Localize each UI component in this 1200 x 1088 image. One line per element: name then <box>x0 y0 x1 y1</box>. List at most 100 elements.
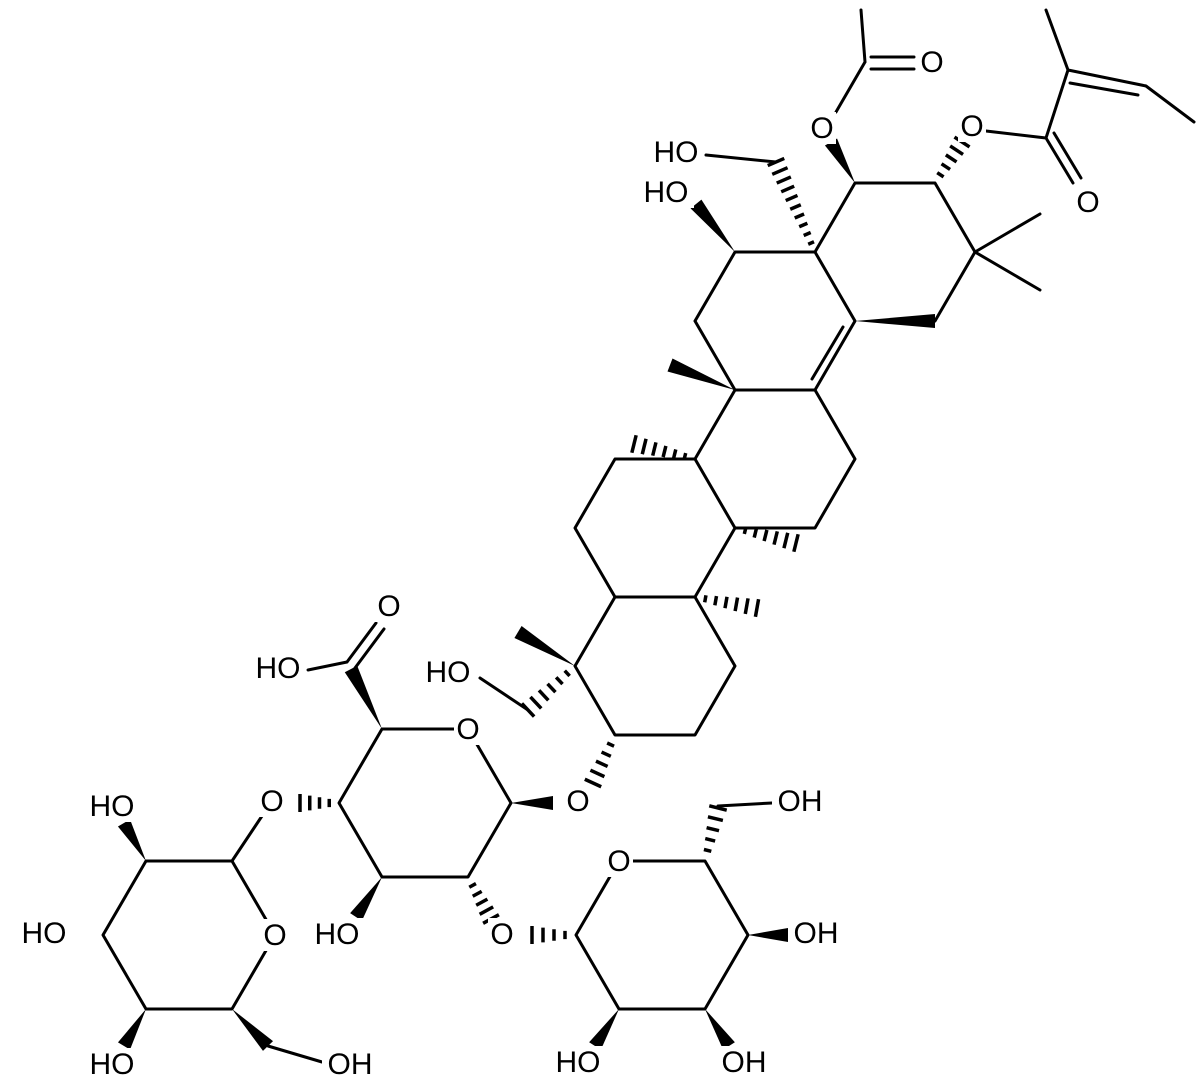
atom-label-carboxyl-o: O <box>375 590 403 623</box>
atom-label-terminal-glc-ch2oh-oh: OH <box>322 1048 378 1081</box>
atom-label-c24-ho: HO <box>420 656 476 689</box>
svg-text:OH: OH <box>722 1046 767 1079</box>
label-backing <box>550 1046 606 1078</box>
wedge-inner-glc-c3-oh <box>705 1009 735 1050</box>
hash-c3-oglycoside <box>584 741 615 789</box>
atom-label-inner-glc-ring-o: O <box>605 845 633 878</box>
label-backing <box>261 919 289 951</box>
atom-label-angeloyl-carbonyl-o: O <box>1074 186 1102 219</box>
svg-text:O: O <box>490 918 513 951</box>
hash-inner-glc-ch2oh <box>703 804 728 854</box>
atom-label-c28-ho: HO <box>648 136 704 169</box>
label-backing <box>638 176 694 208</box>
atom-label-glucuronide-c3-ho: HO <box>309 918 365 951</box>
label-backing <box>605 845 633 877</box>
carboxyl-bonds <box>306 621 386 672</box>
substituent-bonds <box>478 153 1042 712</box>
angeloyl-bonds <box>984 8 1196 185</box>
svg-text:HO: HO <box>426 656 471 689</box>
atom-labels: O O O O HO HO O HO HO O O O O HO O HO HO… <box>16 46 1102 1081</box>
glucuronide-ring <box>337 727 513 879</box>
label-backing <box>84 1048 140 1080</box>
inner-glucose-ring <box>574 859 750 1011</box>
atom-label-glucuronide-ring-o: O <box>454 713 482 746</box>
svg-text:O: O <box>263 919 286 952</box>
svg-text:OH: OH <box>778 785 823 818</box>
atom-label-glucuronide-c2-o: O <box>488 918 516 951</box>
label-backing <box>716 1046 772 1078</box>
ring-b <box>573 457 737 599</box>
atom-label-inner-glc-c2-ho: HO <box>550 1046 606 1079</box>
atom-label-acetyl-carbonyl-o: O <box>918 46 946 79</box>
svg-text:HO: HO <box>556 1046 601 1079</box>
label-backing <box>788 917 844 949</box>
acetyl-bonds <box>834 8 916 114</box>
atom-label-terminal-glc-c2-ho: HO <box>84 790 140 823</box>
label-backing <box>84 790 140 822</box>
label-backing <box>564 785 592 817</box>
label-backing <box>454 713 482 745</box>
wedge-glucuronide-c3-oh <box>350 877 382 921</box>
ring-a <box>573 595 737 737</box>
wedge-terminal-glc-ch2oh <box>232 1009 274 1051</box>
ring-d <box>693 250 857 392</box>
hash-glucuronide-c4-o <box>298 794 331 812</box>
label-backing <box>309 918 365 950</box>
wedge-ring-e-junction <box>855 314 935 328</box>
svg-text:O: O <box>566 785 589 818</box>
hash-glucuronide-c2-o <box>468 882 500 925</box>
atom-label-c16-ho: HO <box>638 176 694 209</box>
label-backing <box>258 785 286 817</box>
svg-text:O: O <box>260 785 283 818</box>
hash-c9-h <box>742 526 800 553</box>
wedge-c4-methyl <box>514 625 575 666</box>
atom-label-inner-glc-c4-oh: OH <box>788 917 844 950</box>
label-backing <box>250 652 306 684</box>
atom-label-terminal-glc-c4-ho: HO <box>84 1048 140 1081</box>
atom-label-terminal-glc-ring-o: O <box>261 919 289 952</box>
svg-text:HO: HO <box>22 917 67 950</box>
atom-label-glucuronide-c4-o: O <box>258 785 286 818</box>
svg-text:OH: OH <box>328 1048 373 1081</box>
label-backing <box>375 590 403 622</box>
atom-label-inner-glc-c3-oh: OH <box>716 1046 772 1079</box>
svg-text:HO: HO <box>644 176 689 209</box>
svg-text:O: O <box>456 713 479 746</box>
svg-text:OH: OH <box>794 917 839 950</box>
wedge-terminal-glc-c2-oh <box>117 819 146 861</box>
hash-c4-ch2oh <box>520 669 571 718</box>
svg-text:HO: HO <box>90 1048 135 1081</box>
bond-lines <box>101 8 1196 1064</box>
wedge-c22-oac <box>824 138 855 183</box>
ring-e <box>813 181 977 323</box>
atom-label-inner-glc-ch2oh-oh: OH <box>772 785 828 818</box>
hash-inner-glc-anomeric <box>530 926 567 944</box>
label-backing <box>420 656 476 688</box>
atom-label-c3-glycosidic-o: O <box>564 785 592 818</box>
wedge-glucuronide-c5-cooh <box>344 665 382 729</box>
wedge-glucuronide-anomeric <box>511 796 553 810</box>
wedge-terminal-glc-c4-oh <box>117 1009 146 1050</box>
sugar-link-bonds <box>230 801 774 1064</box>
wedge-c14-methyl <box>667 358 735 390</box>
label-backing <box>808 112 836 144</box>
label-backing <box>918 46 946 78</box>
svg-text:O: O <box>810 112 833 145</box>
atom-label-angeloyl-ester-o: O <box>958 110 986 143</box>
svg-text:O: O <box>377 590 400 623</box>
svg-text:HO: HO <box>315 918 360 951</box>
label-backing <box>772 785 828 817</box>
svg-text:O: O <box>960 110 983 143</box>
label-backing <box>16 917 72 949</box>
label-backing <box>648 136 704 168</box>
terminal-glucose-ring <box>101 859 277 1011</box>
hash-c21-oangeloyl <box>936 135 971 179</box>
label-backing <box>488 918 516 950</box>
label-backing <box>958 110 986 142</box>
hash-c8-methyl <box>630 434 688 461</box>
alkene-double-bond <box>810 325 845 381</box>
atom-label-terminal-glc-c3-ho: HO <box>16 917 72 950</box>
svg-text:HO: HO <box>256 652 301 685</box>
